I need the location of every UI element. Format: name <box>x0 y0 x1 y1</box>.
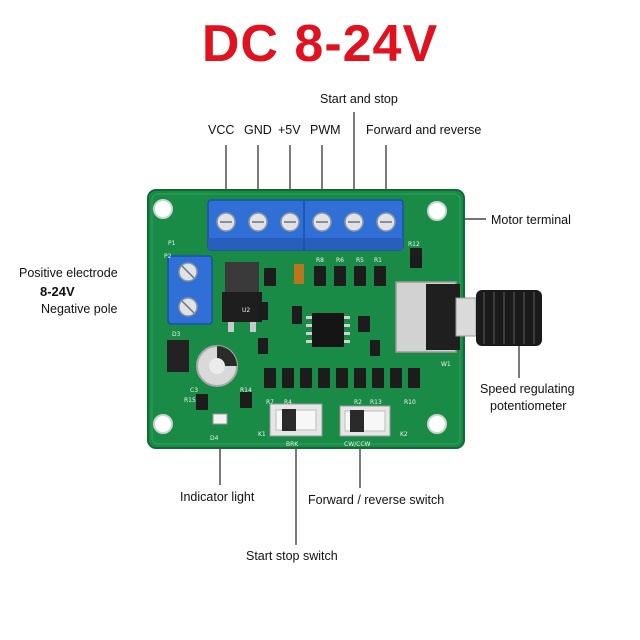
voltage-label: 8-24V <box>40 284 75 299</box>
svg-text:P2: P2 <box>164 253 172 260</box>
svg-text:W1: W1 <box>441 361 451 368</box>
svg-text:R7: R7 <box>266 399 274 406</box>
svg-text:R10: R10 <box>404 399 416 406</box>
svg-text:R5: R5 <box>356 257 364 264</box>
positive-electrode-label: Positive electrode <box>19 266 118 280</box>
voltage-regulator <box>222 262 262 332</box>
negative-pole-label: Negative pole <box>41 302 118 316</box>
plus5v-label: +5V <box>278 123 301 137</box>
top-terminal-block <box>207 199 404 251</box>
power-terminal-block <box>167 255 213 325</box>
fwd-rev-switch-label: Forward / reverse switch <box>308 493 445 507</box>
mounting-holes <box>153 199 447 434</box>
forward-and-reverse-label: Forward and reverse <box>366 123 482 137</box>
motor-terminal-label: Motor terminal <box>491 213 571 227</box>
speed-pot-label-line1: Speed regulating <box>480 382 575 396</box>
svg-text:R1: R1 <box>374 257 382 264</box>
svg-text:U2: U2 <box>242 307 250 314</box>
smd-resistors <box>196 248 422 410</box>
svg-text:R6: R6 <box>336 257 344 264</box>
svg-text:R2: R2 <box>354 399 362 406</box>
svg-text:K2: K2 <box>400 431 408 438</box>
svg-text:CW/CCW: CW/CCW <box>344 441 371 448</box>
svg-text:R13: R13 <box>370 399 382 406</box>
svg-text:K1: K1 <box>258 431 266 438</box>
control-ic <box>306 313 350 347</box>
svg-text:D4: D4 <box>210 435 219 442</box>
diode-d3 <box>167 340 189 372</box>
svg-text:R12: R12 <box>408 241 420 248</box>
svg-text:P1: P1 <box>168 240 176 247</box>
start-stop-switch-label: Start stop switch <box>246 549 338 563</box>
page-title: DC 8-24V <box>201 15 439 73</box>
speed-potentiometer <box>395 281 542 353</box>
svg-text:D3: D3 <box>172 331 181 338</box>
svg-text:R15: R15 <box>184 397 196 404</box>
svg-text:BRK: BRK <box>286 441 299 448</box>
svg-text:R14: R14 <box>240 387 252 394</box>
vcc-label: VCC <box>208 123 235 137</box>
indicator-led <box>212 413 228 425</box>
svg-text:R4: R4 <box>284 399 292 406</box>
speed-pot-label-line2: potentiometer <box>490 399 567 413</box>
gnd-label: GND <box>244 123 272 137</box>
svg-text:C3: C3 <box>190 387 198 394</box>
start-stop-switch <box>269 403 323 437</box>
pwm-label: PWM <box>310 123 341 137</box>
svg-text:R8: R8 <box>316 257 324 264</box>
electrolytic-capacitor <box>196 345 238 387</box>
indicator-light-label: Indicator light <box>180 490 255 504</box>
forward-reverse-switch <box>339 405 391 437</box>
start-and-stop-label: Start and stop <box>320 92 398 106</box>
